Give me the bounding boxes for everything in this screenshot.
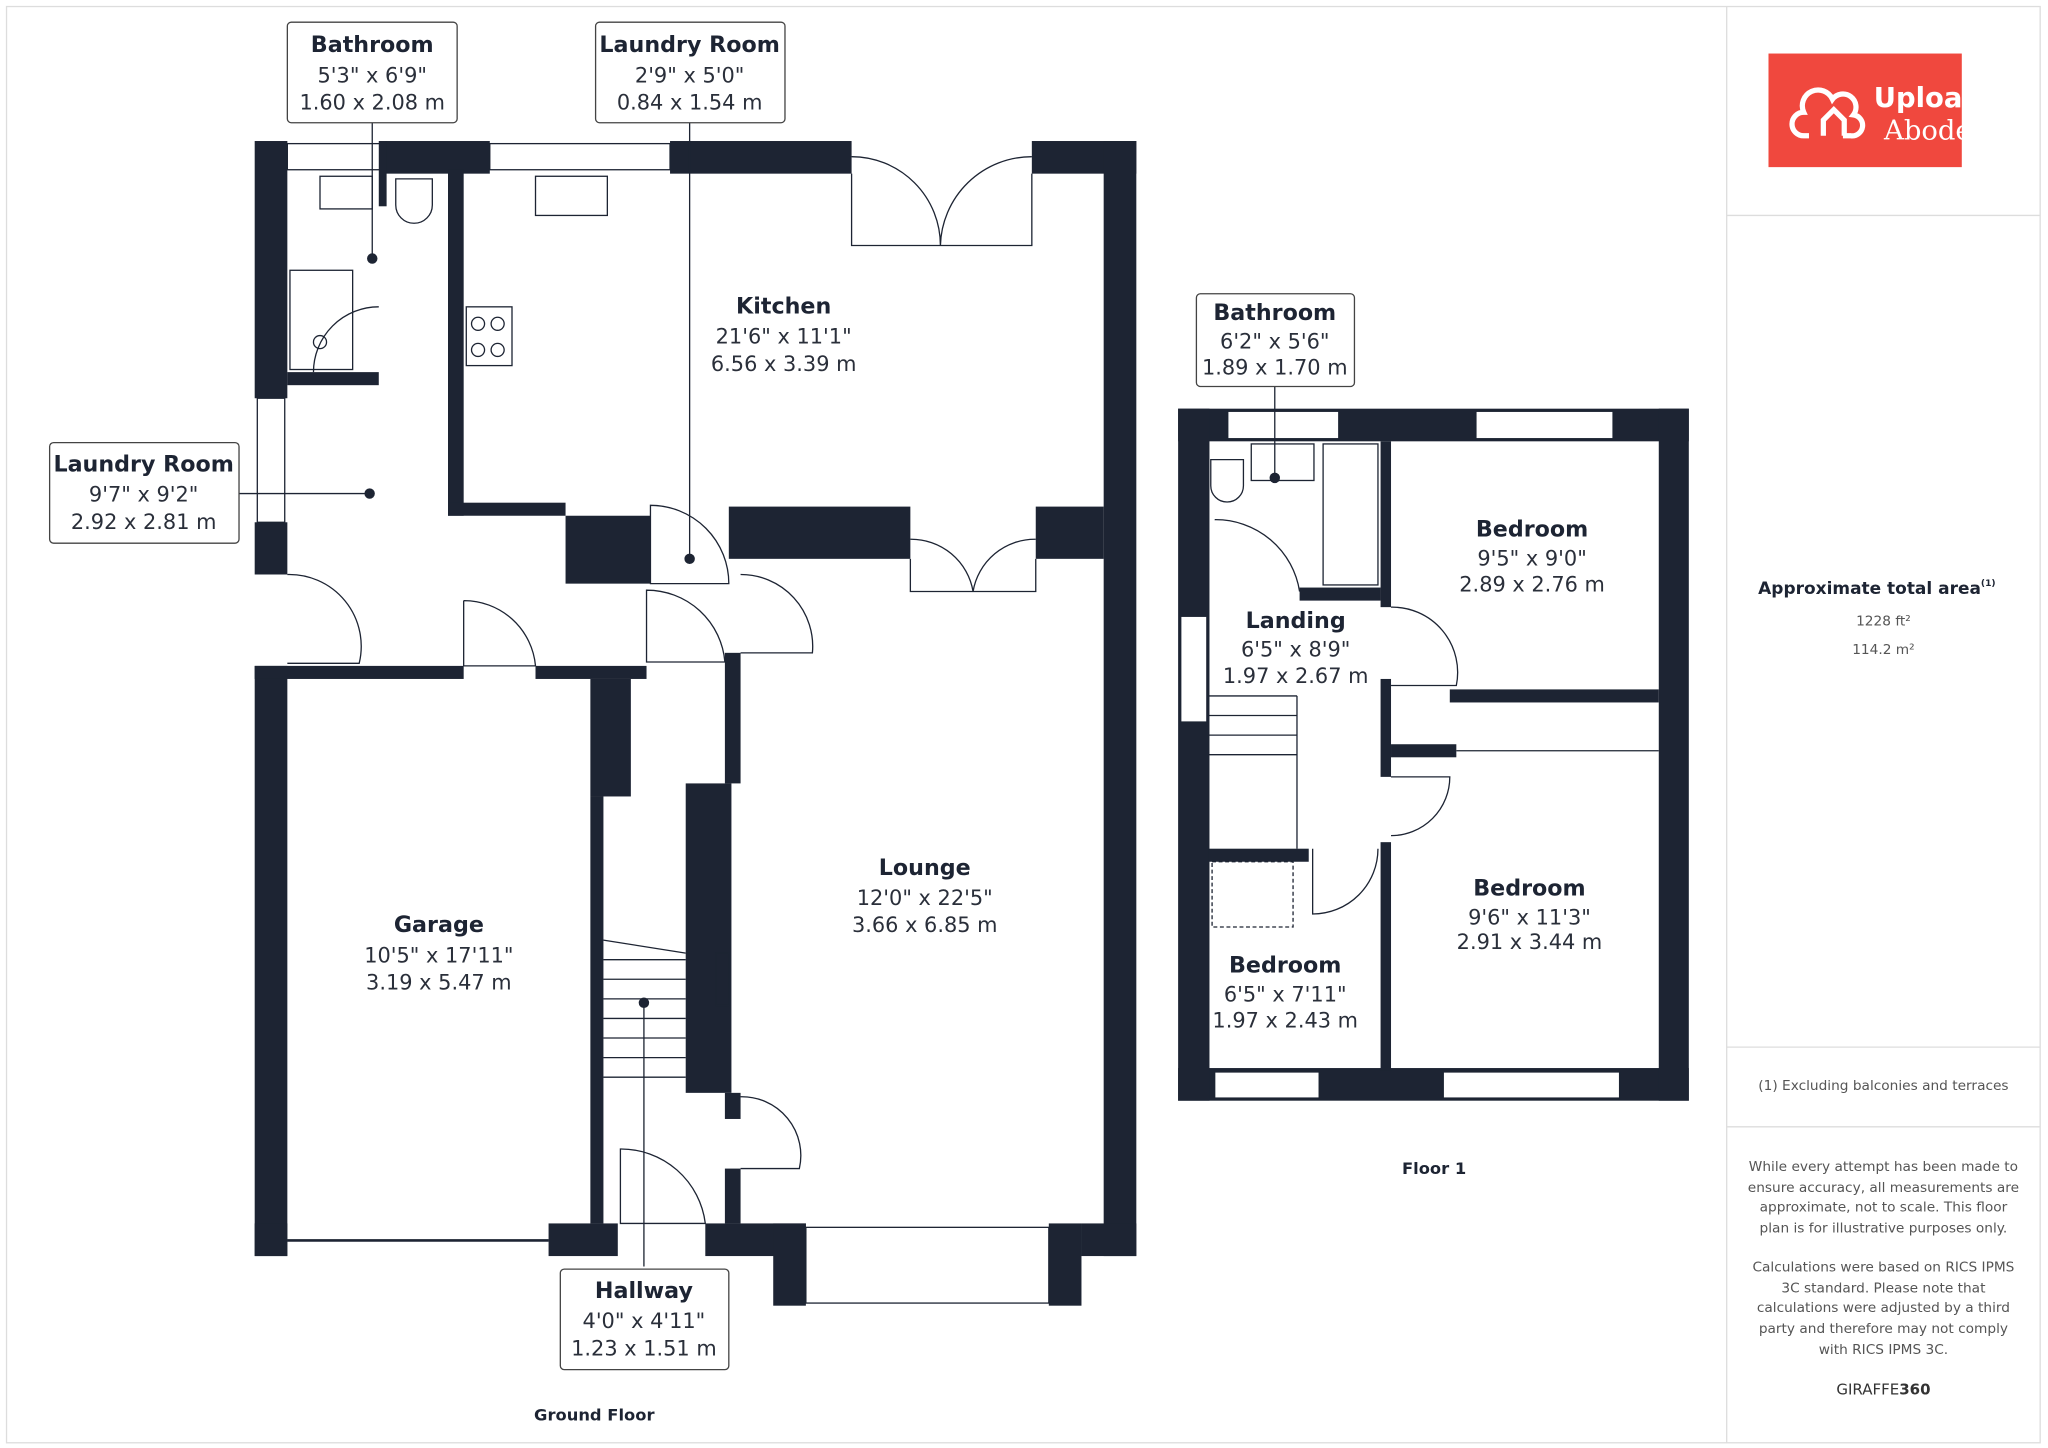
area-title: Approximate total area(1) <box>1758 579 1995 599</box>
svg-text:Bedroom: Bedroom <box>1473 876 1585 902</box>
footnote: (1) Excluding balconies and terraces <box>1758 1078 2008 1094</box>
svg-text:2.89 x 2.76 m: 2.89 x 2.76 m <box>1459 572 1605 596</box>
svg-text:1.97 x 2.67 m: 1.97 x 2.67 m <box>1223 664 1369 688</box>
calc-line: with RICS IPMS 3C. <box>1819 1342 1948 1358</box>
calc-line: party and therefore may not comply <box>1759 1321 2008 1337</box>
calc-line: 3C standard. Please note that <box>1781 1281 1986 1297</box>
svg-text:9'7" x 9'2": 9'7" x 9'2" <box>89 482 198 506</box>
disclaimer-line: While every attempt has been made to <box>1749 1159 2018 1175</box>
calc-line: calculations were adjusted by a third <box>1757 1300 2010 1316</box>
svg-text:10'5" x 17'11": 10'5" x 17'11" <box>364 943 513 967</box>
ground-floor-label: Ground Floor <box>534 1406 654 1425</box>
svg-text:Laundry Room: Laundry Room <box>599 32 779 58</box>
area-ft: 1228 ft² <box>1856 613 1911 629</box>
svg-text:6'5" x 7'11": 6'5" x 7'11" <box>1224 982 1347 1006</box>
svg-text:Bedroom: Bedroom <box>1229 953 1341 979</box>
svg-text:Laundry Room: Laundry Room <box>53 451 233 477</box>
room-label-bedroom-3: Bedroom 6'5" x 7'11" 1.97 x 2.43 m <box>1212 953 1358 1033</box>
svg-text:2.91 x 3.44 m: 2.91 x 3.44 m <box>1457 930 1603 954</box>
area-m: 114.2 m² <box>1852 642 1914 658</box>
svg-text:4'0" x 4'11": 4'0" x 4'11" <box>583 1309 706 1333</box>
floor-1-label: Floor 1 <box>1402 1159 1466 1178</box>
upload-abode-logo: Upload Abode <box>1768 53 1982 168</box>
disclaimer-line: ensure accuracy, all measurements are <box>1748 1180 2019 1196</box>
svg-text:6'5" x 8'9": 6'5" x 8'9" <box>1241 638 1350 662</box>
svg-text:Kitchen: Kitchen <box>736 293 831 319</box>
svg-text:1.60 x 2.08 m: 1.60 x 2.08 m <box>299 91 445 115</box>
room-label-kitchen: Kitchen 21'6" x 11'1" 6.56 x 3.39 m <box>711 293 857 375</box>
room-label-laundry-large: Laundry Room 9'7" x 9'2" 2.92 x 2.81 m <box>48 441 240 544</box>
svg-text:1.89 x 1.70 m: 1.89 x 1.70 m <box>1202 356 1348 380</box>
disclaimer-line: plan is for illustrative purposes only. <box>1760 1221 2008 1237</box>
room-label-hallway: Hallway 4'0" x 4'11" 1.23 x 1.51 m <box>559 1268 730 1371</box>
svg-text:2.92 x 2.81 m: 2.92 x 2.81 m <box>71 510 217 534</box>
svg-text:0.84 x 1.54 m: 0.84 x 1.54 m <box>617 91 763 115</box>
giraffe360-logo: GIRAFFE360 <box>1836 1380 1930 1398</box>
cloud-house-icon <box>1789 87 1866 139</box>
room-label-bathroom-floor1: Bathroom 6'2" x 5'6" 1.89 x 1.70 m <box>1195 293 1356 388</box>
svg-text:Bathroom: Bathroom <box>1213 300 1336 326</box>
room-label-lounge: Lounge 12'0" x 22'5" 3.66 x 6.85 m <box>852 855 998 937</box>
svg-text:Lounge: Lounge <box>879 855 971 881</box>
floor-1-plan <box>1178 386 1689 1101</box>
svg-text:6'2" x 5'6": 6'2" x 5'6" <box>1220 330 1329 354</box>
svg-text:3.19 x 5.47 m: 3.19 x 5.47 m <box>366 971 512 995</box>
room-label-laundry-small: Laundry Room 2'9" x 5'0" 0.84 x 1.54 m <box>594 21 786 124</box>
svg-text:12'0" x 22'5": 12'0" x 22'5" <box>857 886 993 910</box>
room-label-garage: Garage 10'5" x 17'11" 3.19 x 5.47 m <box>364 912 513 994</box>
svg-text:9'6" x 11'3": 9'6" x 11'3" <box>1468 905 1591 929</box>
ground-floor-plan <box>239 121 1137 1306</box>
svg-text:Garage: Garage <box>394 912 484 938</box>
svg-text:21'6" x 11'1": 21'6" x 11'1" <box>716 324 852 348</box>
svg-text:1.97 x 2.43 m: 1.97 x 2.43 m <box>1212 1009 1358 1033</box>
room-label-bedroom-1: Bedroom 9'5" x 9'0" 2.89 x 2.76 m <box>1459 517 1605 597</box>
svg-text:1.23 x 1.51 m: 1.23 x 1.51 m <box>571 1336 717 1360</box>
svg-text:Landing: Landing <box>1246 608 1346 634</box>
room-label-landing: Landing 6'5" x 8'9" 1.97 x 2.67 m <box>1223 608 1369 688</box>
svg-text:5'3" x 6'9": 5'3" x 6'9" <box>318 63 427 87</box>
disclaimer-line: approximate, not to scale. This floor <box>1760 1200 2008 1216</box>
calc-line: Calculations were based on RICS IPMS <box>1752 1260 2014 1276</box>
logo-text: Upload <box>1874 83 1982 114</box>
svg-text:2'9" x 5'0": 2'9" x 5'0" <box>635 63 744 87</box>
svg-text:Bathroom: Bathroom <box>311 32 434 58</box>
svg-text:Bedroom: Bedroom <box>1476 517 1588 543</box>
svg-text:Hallway: Hallway <box>595 1278 694 1304</box>
disclaimer: While every attempt has been made to ens… <box>1748 1159 2019 1358</box>
svg-text:3.66 x 6.85 m: 3.66 x 6.85 m <box>852 913 998 937</box>
svg-text:6.56 x 3.39 m: 6.56 x 3.39 m <box>711 352 857 376</box>
logo-text: Abode <box>1883 116 1972 147</box>
room-label-bathroom-ground: Bathroom 5'3" x 6'9" 1.60 x 2.08 m <box>286 21 458 124</box>
svg-text:9'5" x 9'0": 9'5" x 9'0" <box>1477 546 1586 570</box>
room-label-bedroom-2: Bedroom 9'6" x 11'3" 2.91 x 3.44 m <box>1457 876 1603 955</box>
